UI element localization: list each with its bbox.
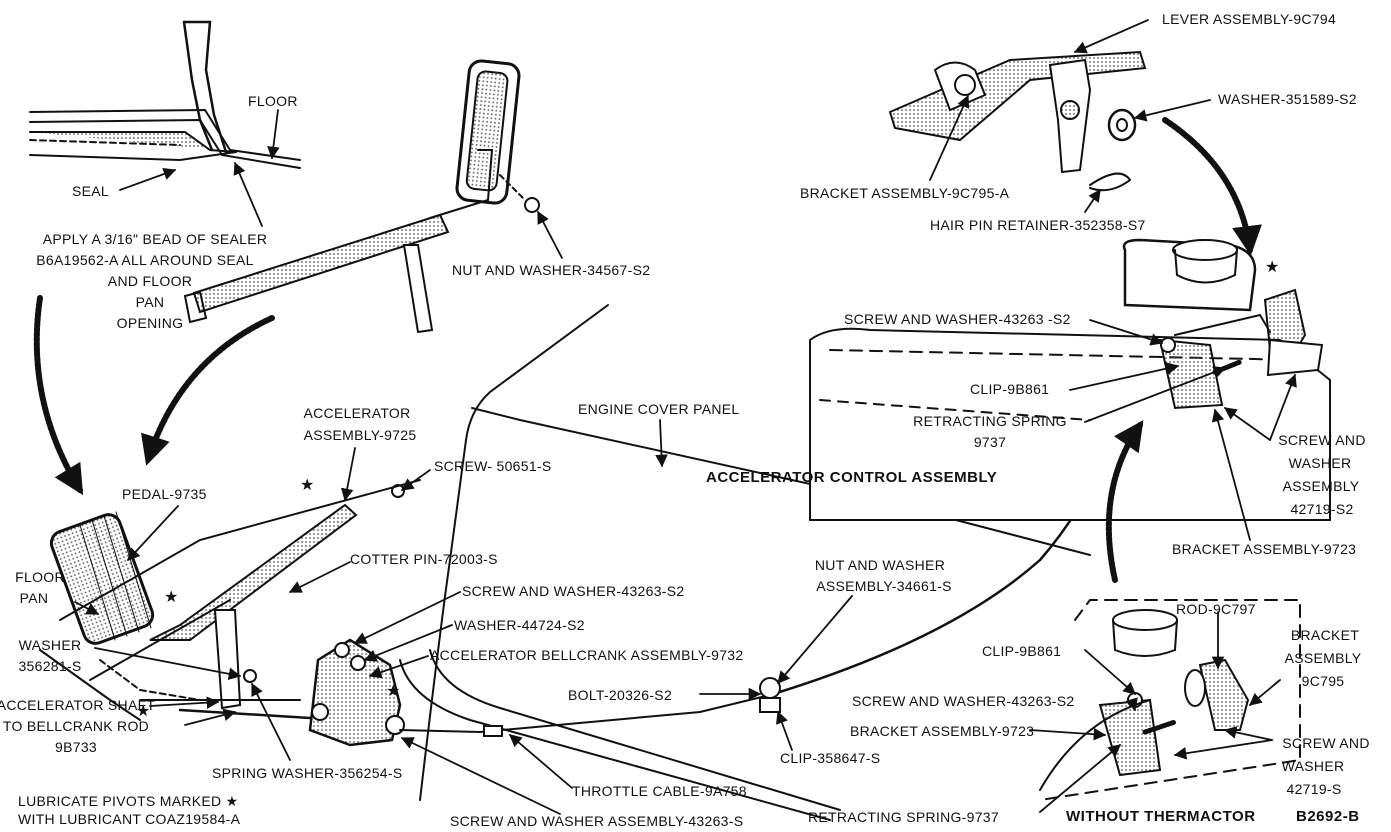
label-cotter-pin: COTTER PIN-72003-S bbox=[350, 551, 498, 567]
label-screw-washer-42719-s2-4: 42719-S2 bbox=[1290, 501, 1354, 517]
label-clip-358647: CLIP-358647-S bbox=[780, 750, 881, 766]
label-accelerator-assembly-1: ACCELERATOR bbox=[303, 405, 411, 421]
label-pedal: PEDAL-9735 bbox=[122, 486, 207, 502]
label-floor: FLOOR bbox=[248, 93, 298, 109]
label-lubricate-note-1: LUBRICATE PIVOTS MARKED ★ bbox=[18, 793, 239, 809]
label-sealer-note-5: OPENING bbox=[116, 315, 184, 331]
label-throttle-cable: THROTTLE CABLE-9A758 bbox=[572, 783, 747, 799]
label-clip-9b861-bottom: CLIP-9B861 bbox=[982, 643, 1062, 659]
label-accelerator-assembly-2: ASSEMBLY-9725 bbox=[303, 427, 417, 443]
label-shaft-rod-2: TO BELLCRANK ROD bbox=[2, 718, 150, 734]
label-washer-44724: WASHER-44724-S2 bbox=[454, 617, 585, 633]
label-bracket-9723-top: BRACKET ASSEMBLY-9723 bbox=[1172, 541, 1357, 557]
svg-text:★: ★ bbox=[300, 475, 314, 494]
svg-text:★: ★ bbox=[1265, 257, 1279, 276]
diagram-title: ACCELERATOR CONTROL ASSEMBLY bbox=[706, 469, 998, 486]
label-sealer-note-1: APPLY A 3/16" BEAD OF SEALER bbox=[42, 231, 268, 247]
bellcrank-illustration bbox=[308, 638, 771, 747]
label-screw-washer-42719-s-1: SCREW AND bbox=[1282, 735, 1370, 751]
label-screw-washer-assembly-bottom: SCREW AND WASHER ASSEMBLY-43263-S bbox=[450, 813, 744, 829]
label-washer-356281-1: WASHER bbox=[18, 637, 82, 653]
engine-cover-panel-outline bbox=[399, 304, 1091, 821]
label-bracket-9c795a: BRACKET ASSEMBLY-9C795-A bbox=[800, 185, 1010, 201]
variant-note: WITHOUT THERMACTOR bbox=[1066, 808, 1256, 825]
label-nut-washer-34567: NUT AND WASHER-34567-S2 bbox=[452, 262, 651, 278]
label-sealer-note-3: AND FLOOR bbox=[107, 273, 193, 289]
label-sealer-note-2: B6A19562-A ALL AROUND SEAL bbox=[36, 252, 254, 268]
label-screw-washer-43263-mid: SCREW AND WASHER-43263-S2 bbox=[462, 583, 685, 599]
svg-text:★: ★ bbox=[136, 701, 150, 720]
upper-pedal-arm-illustration bbox=[183, 59, 540, 334]
figure-number: B2692-B bbox=[1296, 808, 1360, 825]
label-nut-washer-34661-1: NUT AND WASHER bbox=[814, 557, 946, 573]
label-floor-pan-2: PAN bbox=[19, 590, 49, 606]
label-retracting-spring-bottom: RETRACTING SPRING-9737 bbox=[808, 809, 999, 825]
label-screw-washer-42719-s-2: WASHER bbox=[1281, 758, 1345, 774]
curved-arrows bbox=[33, 117, 1262, 583]
label-seal: SEAL bbox=[72, 183, 109, 199]
leader-lines bbox=[74, 19, 1297, 815]
label-nut-washer-34661-2: ASSEMBLY-34661-S bbox=[816, 578, 952, 594]
label-bracket-9723-bottom: BRACKET ASSEMBLY-9723 bbox=[850, 723, 1035, 739]
label-retracting-spring-top-1: RETRACTING SPRING bbox=[913, 413, 1067, 429]
label-screw-washer-42719-s2-2: WASHER bbox=[1288, 455, 1352, 471]
label-bellcrank: ACCELERATOR BELLCRANK ASSEMBLY-9732 bbox=[430, 647, 744, 663]
label-shaft-rod-3: 9B733 bbox=[55, 739, 97, 755]
label-screw-washer-43263-top: SCREW AND WASHER-43263 -S2 bbox=[844, 311, 1071, 327]
label-screw-washer-42719-s-3: 42719-S bbox=[1286, 781, 1342, 797]
svg-text:★: ★ bbox=[164, 587, 178, 606]
label-screw-washer-43263-bottom-right: SCREW AND WASHER-43263-S2 bbox=[852, 693, 1075, 709]
label-bracket-9c795-2: ASSEMBLY bbox=[1284, 650, 1362, 666]
label-hair-pin-retainer: HAIR PIN RETAINER-352358-S7 bbox=[930, 217, 1146, 233]
label-rod-9c797: ROD-9C797 bbox=[1176, 601, 1256, 617]
label-clip-9b861-top: CLIP-9B861 bbox=[970, 381, 1050, 397]
label-lever-assembly: LEVER ASSEMBLY-9C794 bbox=[1162, 11, 1337, 27]
svg-text:★: ★ bbox=[386, 681, 400, 700]
carburetor-top-illustration bbox=[809, 238, 1331, 521]
carburetor-bottom-illustration bbox=[1039, 599, 1301, 801]
label-screw-washer-42719-s2-3: ASSEMBLY bbox=[1282, 478, 1360, 494]
label-screw-50651: SCREW- 50651-S bbox=[434, 458, 552, 474]
label-retracting-spring-top-2: 9737 bbox=[973, 434, 1007, 450]
label-bolt-20326: BOLT-20326-S2 bbox=[568, 687, 673, 703]
label-lubricate-note-2: WITH LUBRICANT COAZ19584-A bbox=[18, 811, 241, 827]
label-washer-356281-2: 356281-S bbox=[18, 658, 82, 674]
seal-detail-illustration bbox=[29, 20, 301, 169]
label-floor-pan-1: FLOOR bbox=[15, 569, 65, 585]
label-shaft-rod-1: ACCELERATOR SHAFT bbox=[0, 697, 156, 713]
label-bracket-9c795-1: BRACKET bbox=[1290, 627, 1360, 643]
lever-assembly-illustration bbox=[888, 50, 1147, 192]
label-engine-cover-panel: ENGINE COVER PANEL bbox=[578, 401, 740, 417]
lower-pedal-assembly-illustration bbox=[39, 479, 421, 721]
label-bracket-9c795-3: 9C795 bbox=[1301, 673, 1345, 689]
label-sealer-note-4: PAN bbox=[135, 294, 165, 310]
label-spring-washer: SPRING WASHER-356254-S bbox=[212, 765, 403, 781]
label-washer-351589: WASHER-351589-S2 bbox=[1218, 91, 1357, 107]
lubrication-star-icons: ★ ★ ★ ★ ★ bbox=[136, 257, 1279, 720]
label-screw-washer-42719-s2-1: SCREW AND bbox=[1278, 432, 1366, 448]
